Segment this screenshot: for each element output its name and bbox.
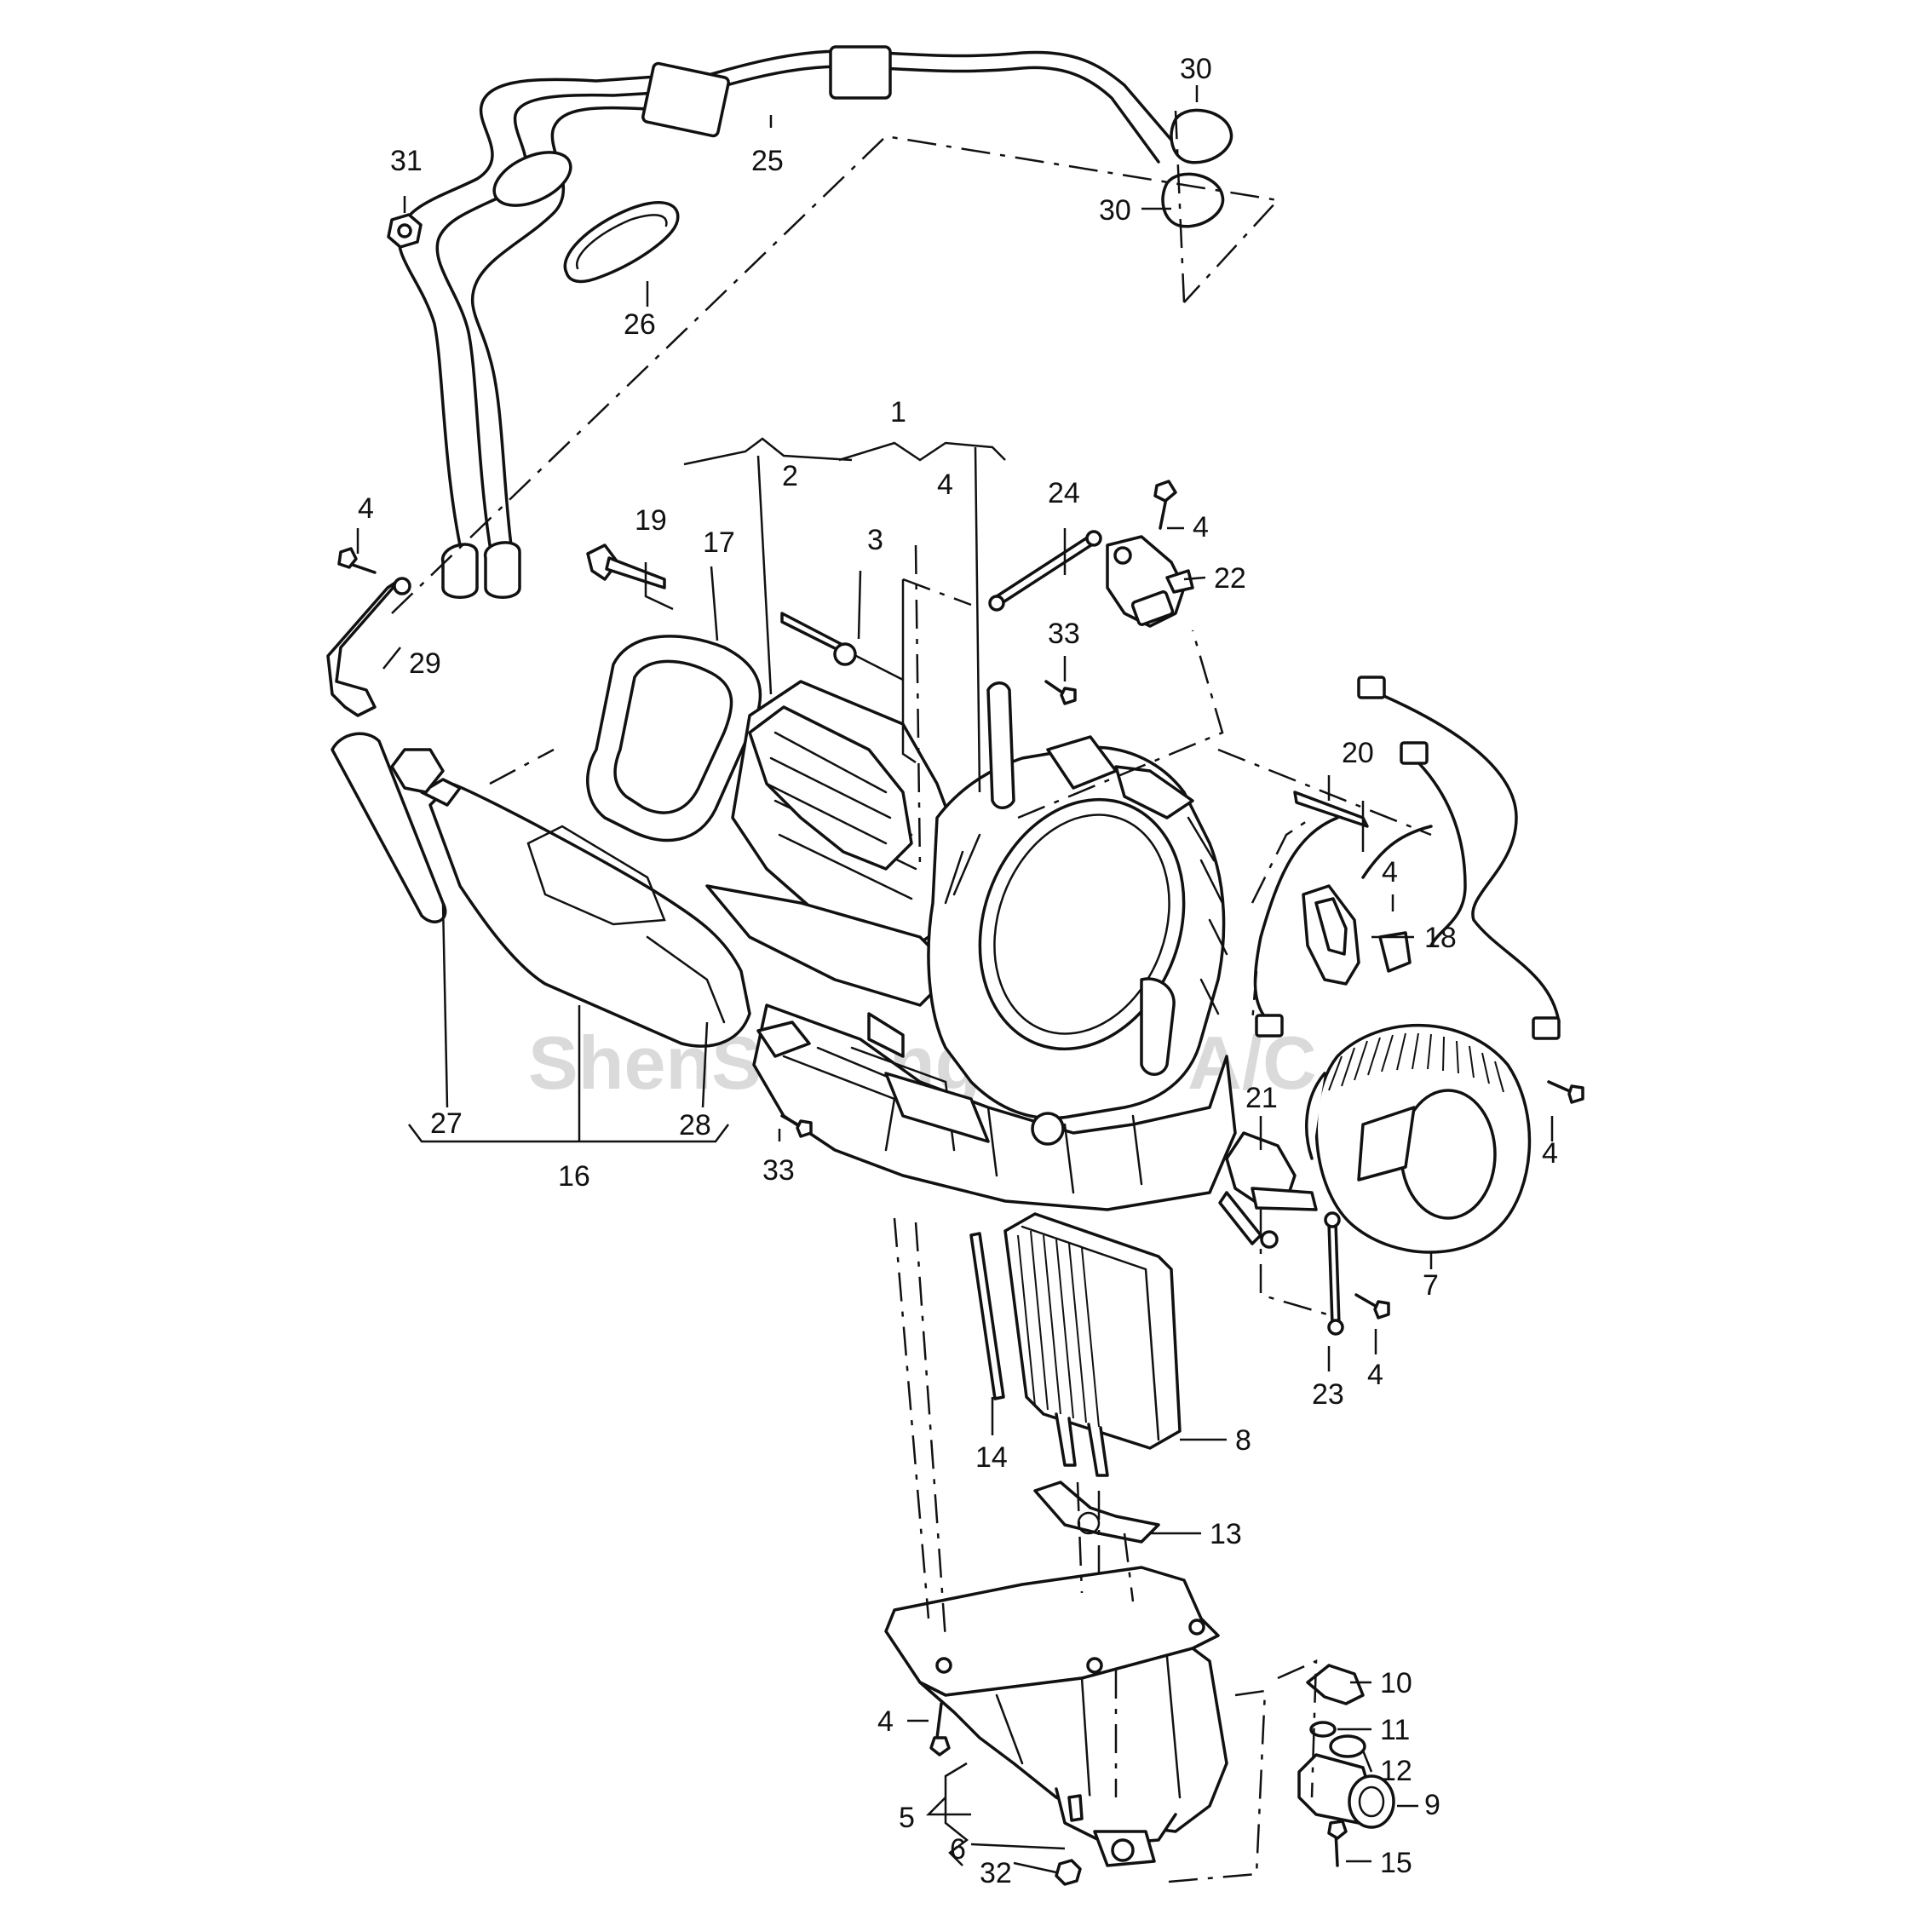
callout-26: 26 [624, 308, 656, 341]
callout-32: 32 [980, 1857, 1012, 1889]
callout-6: 6 [950, 1833, 966, 1866]
servo-motor-22 [1106, 535, 1194, 628]
valve-9 [1297, 1753, 1395, 1829]
callout-20: 20 [1342, 737, 1374, 769]
callout-4: 4 [358, 492, 374, 525]
callout-11: 11 [1380, 1714, 1410, 1746]
callout-15: 15 [1380, 1847, 1412, 1879]
callout-4: 4 [1382, 856, 1398, 888]
callout-10: 10 [1380, 1667, 1412, 1699]
leader-lines [356, 85, 1554, 1874]
nut-32 [1055, 1859, 1082, 1886]
connector [1532, 1016, 1561, 1040]
blower-opening [978, 797, 1186, 1051]
evaporator-8 [1003, 1212, 1182, 1477]
callout-13: 13 [1210, 1518, 1242, 1550]
hose-coupling-block [829, 45, 892, 100]
callout-24: 24 [1048, 477, 1080, 509]
connector [1400, 741, 1429, 765]
hose-assembly [397, 45, 1177, 599]
callout-4: 4 [937, 469, 953, 501]
alignment-lines [391, 110, 1432, 1884]
sensor-19 [586, 543, 666, 589]
callout-7: 7 [1423, 1269, 1439, 1302]
clamp-30 [1161, 108, 1233, 228]
callout-4: 4 [877, 1705, 894, 1738]
callout-19: 19 [635, 504, 667, 537]
seal-frame-17 [586, 635, 762, 842]
connector [1357, 676, 1386, 699]
servo-motor-21 [1218, 1131, 1318, 1249]
bracket-10 [1306, 1664, 1365, 1705]
screw-4-right [1354, 1293, 1390, 1320]
screw-4-bottom [929, 1702, 951, 1757]
screw-4-top [1153, 480, 1177, 530]
callout-29: 29 [409, 647, 441, 680]
callout-14: 14 [975, 1441, 1008, 1474]
resistor-18 [1302, 884, 1412, 986]
callout-17: 17 [703, 526, 735, 559]
callout-2: 2 [782, 460, 798, 492]
callout-4: 4 [1367, 1359, 1383, 1391]
screw-4 [337, 547, 377, 574]
grommet-26 [563, 201, 680, 284]
rod-3 [780, 612, 905, 681]
callout-27: 27 [430, 1107, 463, 1140]
rod-24 [988, 530, 1102, 612]
callout-3: 3 [867, 524, 883, 556]
wire-harness-20 [1253, 676, 1561, 1040]
callout-31: 31 [390, 145, 423, 177]
bracket-29 [326, 577, 411, 717]
seal-13 [1033, 1481, 1160, 1544]
callout-21: 21 [1245, 1082, 1278, 1114]
callout-23: 23 [1312, 1378, 1344, 1411]
rod-23 [1324, 1211, 1344, 1336]
hose-end [484, 541, 521, 599]
screw-33 [780, 680, 1077, 1138]
callout-30: 30 [1180, 53, 1212, 85]
screw-15 [1327, 1820, 1348, 1867]
callout-28: 28 [679, 1109, 711, 1141]
callout-16: 16 [558, 1160, 590, 1193]
callout-9: 9 [1424, 1789, 1440, 1821]
hose-end [441, 543, 479, 599]
seal-strip-14 [969, 1232, 1005, 1400]
callout-22: 22 [1214, 562, 1246, 595]
callout-8: 8 [1235, 1424, 1251, 1457]
flap-2 [748, 705, 913, 871]
callout-12: 12 [1380, 1755, 1412, 1787]
o-ring-12 [1329, 1734, 1366, 1758]
callout-30: 30 [1099, 194, 1131, 227]
hose-coupling-block [641, 61, 730, 138]
washer-11 [1309, 1721, 1337, 1738]
callout-33: 33 [1048, 618, 1080, 650]
callout-labels: 1 2 3 4 4 4 4 4 4 4 5 6 7 8 9 10 11 12 1… [358, 53, 1558, 1889]
callout-4: 4 [1193, 511, 1209, 543]
nut-31 [387, 213, 423, 249]
callout-5: 5 [899, 1802, 915, 1834]
callout-4: 4 [1542, 1137, 1558, 1170]
blower-motor-7 [1305, 1024, 1584, 1254]
callout-1: 1 [890, 396, 906, 428]
callout-18: 18 [1424, 922, 1457, 954]
hose-grommet [492, 151, 572, 207]
callout-25: 25 [751, 145, 784, 177]
callout-33: 33 [762, 1154, 795, 1187]
drain-6 [1067, 1794, 1084, 1822]
lower-housing-5 [884, 1566, 1228, 1867]
connector [1255, 1014, 1284, 1038]
